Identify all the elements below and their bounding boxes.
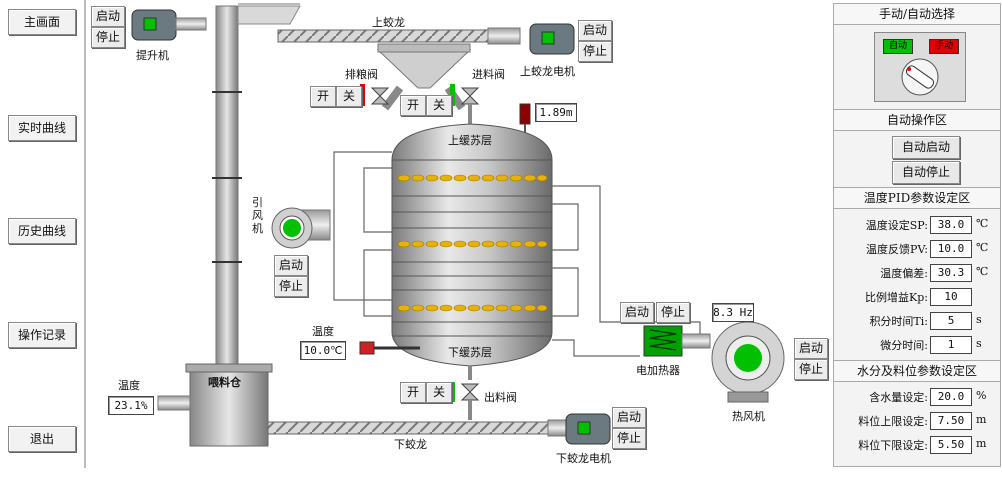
lower-conveyor-stop-button[interactable]: 停止 (612, 428, 646, 449)
upper-conveyor-stop-button[interactable]: 停止 (578, 41, 612, 62)
mode-select-title: 手动/自动选择 (834, 4, 1000, 25)
pid-sp-label: 温度设定SP: (865, 219, 928, 232)
lower-buffer-label: 下缓苏层 (448, 346, 492, 359)
pid-ti-label: 积分时间Ti: (869, 315, 928, 328)
pid-pv-unit: ℃ (976, 241, 989, 254)
pid-row-kp: 比例增益Kp: 10 (834, 286, 1000, 308)
auto-start-button[interactable]: 自动启动 (892, 136, 960, 159)
hot-air-fan-stop-button[interactable]: 停止 (794, 359, 828, 380)
level-upper-limit-unit: m (976, 413, 987, 426)
lower-conveyor-start-button[interactable]: 启动 (612, 407, 646, 428)
moisture-row-setpoint: 含水量设定: 20.0 % (834, 386, 1000, 408)
induced-fan-stop-button[interactable]: 停止 (274, 276, 308, 297)
feed-valve-open-button[interactable]: 开 (400, 95, 426, 116)
moisture-params-title: 水分及料位参数设定区 (834, 360, 1000, 382)
pid-sp-unit: ℃ (976, 217, 989, 230)
discharge-valve-close-button[interactable]: 关 (336, 86, 362, 107)
pid-params-title: 温度PID参数设定区 (834, 187, 1000, 209)
feed-valve-close-button[interactable]: 关 (426, 95, 452, 116)
pid-deviation-input[interactable]: 30.3 (930, 264, 972, 282)
pid-td-unit: s (976, 337, 982, 350)
manual-mode-lamp: 手动 (929, 39, 959, 54)
lower-conveyor-label: 下蛟龙 (394, 438, 427, 451)
feed-valve-label: 进料阀 (472, 68, 505, 81)
elevator-label: 提升机 (136, 49, 169, 62)
auto-mode-lamp: 自动 (883, 39, 913, 54)
level-upper-limit-input[interactable]: 7.50 (930, 412, 972, 430)
pid-td-input[interactable]: 1 (930, 336, 972, 354)
rotary-knob-icon (901, 58, 939, 96)
pid-ti-input[interactable]: 5 (930, 312, 972, 330)
hot-air-fan-label: 热风机 (732, 410, 765, 423)
moisture-setpoint-input[interactable]: 20.0 (930, 388, 972, 406)
bin-temperature-label: 温度 (118, 379, 140, 392)
pid-ti-unit: s (976, 313, 982, 326)
heater-stop-button[interactable]: 停止 (656, 302, 690, 323)
pid-row-td: 微分时间: 1 s (834, 334, 1000, 356)
upper-conveyor-label: 上蛟龙 (372, 16, 405, 29)
bin-temperature-readout: 23.1% (108, 396, 154, 415)
dryer-temperature-readout: 10.0℃ (300, 341, 346, 360)
dryer-temperature-label: 温度 (312, 325, 334, 338)
pid-row-sp: 温度设定SP: 38.0 ℃ (834, 214, 1000, 236)
control-panel: 手动/自动选择 自动 手动 自动操作区 自动启动 自动停止 温度PID参数设定区… (833, 3, 1001, 467)
wet-bin-label: 喂料仓 (208, 376, 241, 389)
hot-air-fan-start-button[interactable]: 启动 (794, 338, 828, 359)
heater-start-button[interactable]: 启动 (620, 302, 654, 323)
level-upper-limit-label: 料位上限设定: (858, 415, 928, 428)
level-lower-limit-label: 料位下限设定: (858, 439, 928, 452)
nav-history-curve-button[interactable]: 历史曲线 (8, 218, 76, 244)
upper-conveyor-start-button[interactable]: 启动 (578, 20, 612, 41)
upper-buffer-label: 上缓苏层 (448, 134, 492, 147)
pid-pv-input[interactable]: 10.0 (930, 240, 972, 258)
discharge-valve-open-button[interactable]: 开 (310, 86, 336, 107)
upper-conveyor-motor-label: 上蛟龙电机 (520, 65, 575, 78)
pid-row-ti: 积分时间Ti: 5 s (834, 310, 1000, 332)
outlet-valve-label: 出料阀 (484, 391, 517, 404)
pid-deviation-label: 温度偏差: (880, 267, 928, 280)
pid-td-label: 微分时间: (880, 339, 928, 352)
lower-conveyor-motor-label: 下蛟龙电机 (556, 452, 611, 465)
level-lower-limit-unit: m (976, 437, 987, 450)
outlet-valve-open-button[interactable]: 开 (400, 382, 426, 403)
mode-selector-switch[interactable]: 自动 手动 (874, 32, 966, 102)
moisture-setpoint-unit: % (976, 389, 987, 402)
process-diagram (131, 3, 785, 447)
pid-kp-input[interactable]: 10 (930, 288, 972, 306)
pid-kp-label: 比例增益Kp: (865, 291, 928, 304)
pid-deviation-unit: ℃ (976, 265, 989, 278)
elevator-stop-button[interactable]: 停止 (91, 27, 125, 48)
moisture-row-upper-limit: 料位上限设定: 7.50 m (834, 410, 1000, 432)
induced-fan-label: 引风机 (252, 196, 263, 235)
moisture-row-lower-limit: 料位下限设定: 5.50 m (834, 434, 1000, 456)
pid-row-deviation: 温度偏差: 30.3 ℃ (834, 262, 1000, 284)
nav-realtime-curve-button[interactable]: 实时曲线 (8, 115, 76, 141)
left-navigation: 主画面 实时曲线 历史曲线 操作记录 退出 (0, 0, 86, 468)
auto-stop-button[interactable]: 自动停止 (892, 161, 960, 184)
nav-operation-log-button[interactable]: 操作记录 (8, 322, 76, 348)
nav-main-screen-button[interactable]: 主画面 (8, 9, 76, 35)
electric-heater-label: 电加热器 (636, 364, 680, 377)
outlet-valve-close-button[interactable]: 关 (426, 382, 452, 403)
discharge-valve-label: 排粮阀 (345, 68, 378, 81)
pid-pv-label: 温度反馈PV: (866, 243, 928, 256)
pid-row-pv: 温度反馈PV: 10.0 ℃ (834, 238, 1000, 260)
induced-fan-start-button[interactable]: 启动 (274, 255, 308, 276)
moisture-setpoint-label: 含水量设定: (869, 391, 928, 404)
elevator-start-button[interactable]: 启动 (91, 6, 125, 27)
level-readout: 1.89m (535, 103, 577, 122)
level-lower-limit-input[interactable]: 5.50 (930, 436, 972, 454)
nav-exit-button[interactable]: 退出 (8, 426, 76, 452)
auto-operation-title: 自动操作区 (834, 109, 1000, 131)
frequency-readout: 8.3 Hz (712, 303, 754, 322)
pid-sp-input[interactable]: 38.0 (930, 216, 972, 234)
